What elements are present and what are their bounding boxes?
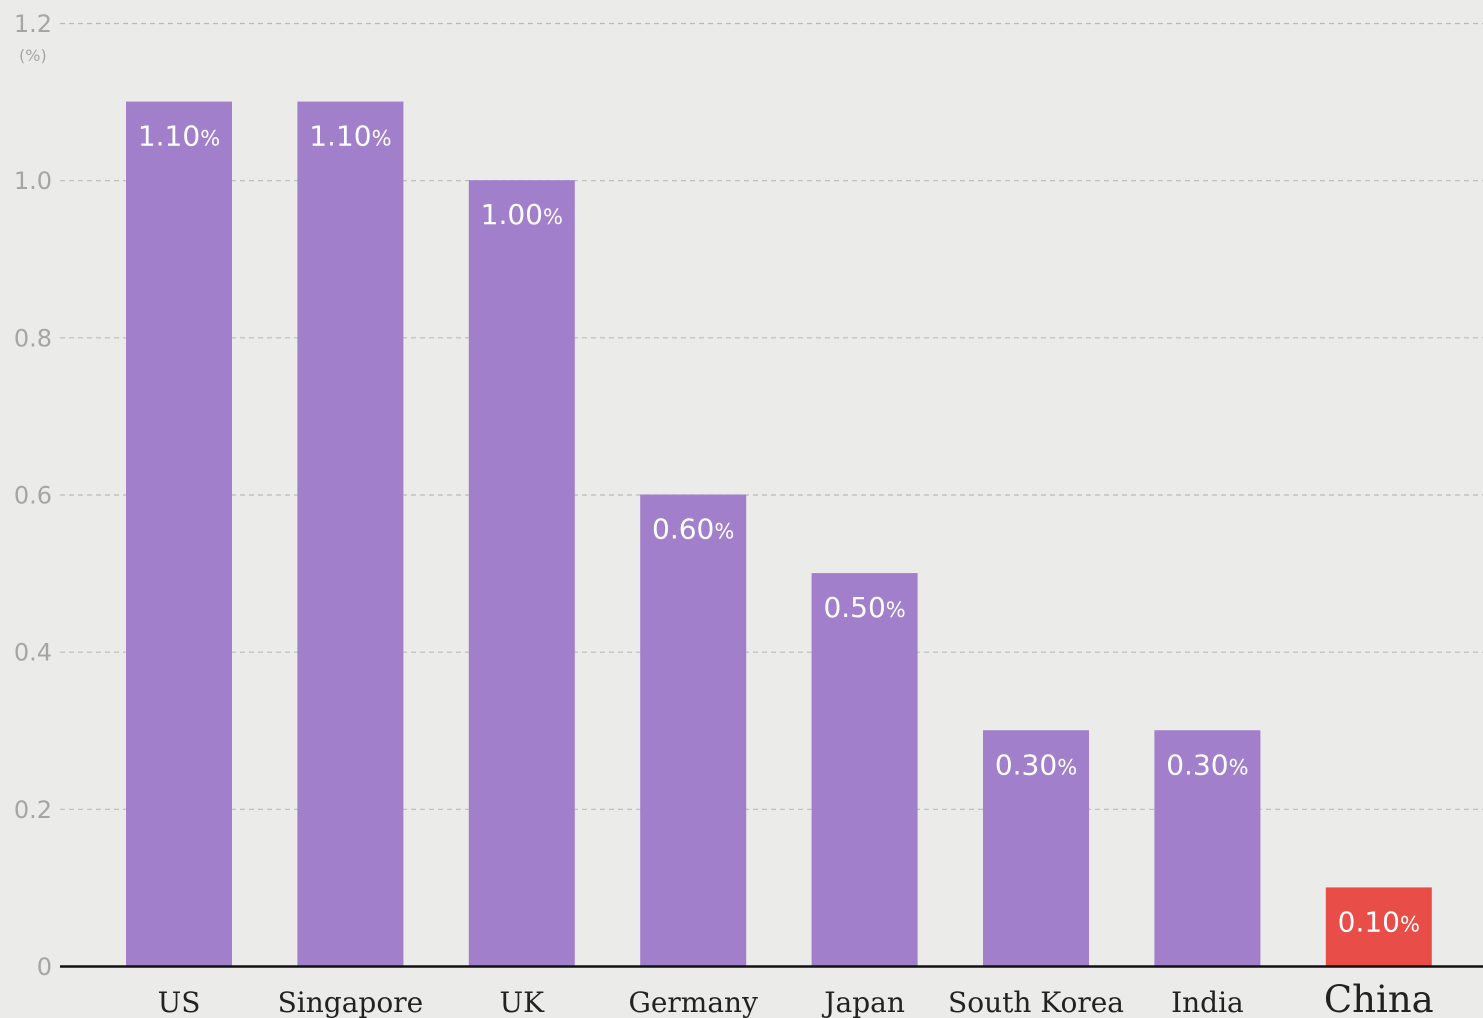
bar — [640, 494, 747, 966]
y-tick-label: 1.0 — [14, 167, 52, 195]
bar-value-label: 0.60% — [652, 513, 734, 546]
bar-value-label: 1.10% — [309, 120, 391, 153]
x-category-label: South Korea — [948, 986, 1124, 1018]
x-category-label: UK — [500, 986, 546, 1018]
y-tick-label: 0.8 — [14, 324, 52, 352]
x-category-label: India — [1171, 986, 1244, 1018]
y-axis-ticks: 0 0.2 0.4 0.6 0.8 1.0 1.2 — [14, 10, 52, 981]
y-tick-label: 0.2 — [14, 796, 52, 824]
bar — [1154, 730, 1261, 966]
bar — [983, 730, 1089, 966]
y-tick-label: 1.2 — [14, 10, 52, 38]
x-category-label: US — [158, 986, 201, 1018]
bar-value-label: 0.30% — [995, 748, 1077, 781]
category-labels: US Singapore UK Germany Japan South Korea Indi… — [158, 978, 1434, 1018]
bar — [468, 180, 575, 966]
y-tick-label: 0 — [37, 953, 52, 981]
bar-value-label: 1.00% — [481, 198, 563, 231]
bar — [1325, 887, 1432, 966]
y-tick-label: 0.6 — [14, 482, 52, 510]
x-category-label: Germany — [628, 986, 758, 1018]
bar-value-label: 1.10% — [138, 120, 220, 153]
y-tick-label: 0.4 — [14, 639, 52, 667]
bar — [126, 101, 232, 967]
bars-layer: 1.10% 1.10% 1.00% 0.60% 0.50% 0.30% 0.30% 0.10% — [126, 101, 1432, 967]
bar-value-label: 0.50% — [823, 591, 905, 624]
x-category-label: Japan — [821, 986, 905, 1018]
y-axis-unit-label: (%) — [19, 46, 47, 65]
x-category-label: China — [1324, 978, 1434, 1018]
bar-value-label: 0.30% — [1166, 748, 1248, 781]
bar-value-label: 0.10% — [1338, 905, 1420, 938]
bar — [811, 573, 918, 966]
x-category-label: Singapore — [278, 986, 424, 1018]
grid-layer — [60, 22, 1483, 810]
bar — [297, 101, 404, 967]
